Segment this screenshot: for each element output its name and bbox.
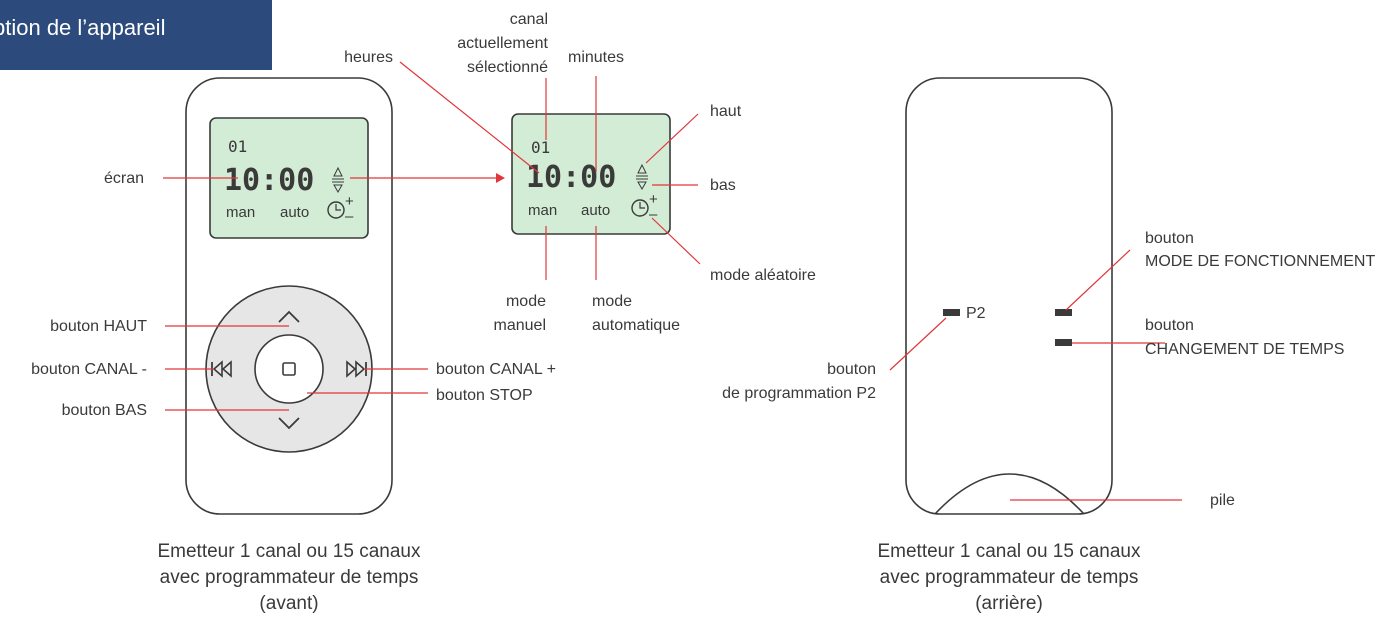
label-prog-line2: de programmation P2 xyxy=(722,385,876,402)
title-banner: ption de l’appareil xyxy=(0,0,272,70)
up-chevron-icon[interactable] xyxy=(278,310,300,323)
label-heures: heures xyxy=(344,49,393,66)
label-mode-aleatoire: mode aléatoire xyxy=(710,267,816,284)
label-mode-manuel-line1: mode xyxy=(506,293,546,310)
stop-icon xyxy=(282,362,296,376)
label-bouton-stop: bouton STOP xyxy=(436,387,533,404)
down-chevron-icon[interactable] xyxy=(278,417,300,430)
back-caption-line1: Emetteur 1 canal ou 15 canaux xyxy=(877,541,1141,562)
front-caption-line3: (avant) xyxy=(259,593,318,614)
label-bouton-haut: bouton HAUT xyxy=(50,318,147,335)
detail-lcd-updown-icon xyxy=(636,163,648,191)
label-pile: pile xyxy=(1210,492,1235,509)
battery-cover xyxy=(934,473,1085,515)
label-bouton-canal-plus: bouton CANAL + xyxy=(436,361,556,378)
back-caption-line2: avec programmateur de temps xyxy=(880,567,1139,588)
label-bouton-canal-minus: bouton CANAL - xyxy=(31,361,147,378)
front-lcd-auto: auto xyxy=(280,204,309,221)
label-bouton-bas: bouton BAS xyxy=(62,402,147,419)
display-detail: 01 10:00 man auto + – xyxy=(511,113,671,235)
detail-lcd-clock-icon xyxy=(631,199,649,217)
label-ecran: écran xyxy=(104,170,144,187)
changement-temps-button[interactable] xyxy=(1055,339,1072,346)
label-bas: bas xyxy=(710,177,736,194)
p2-button[interactable] xyxy=(943,309,960,316)
display-leader-lines xyxy=(399,61,701,280)
page-title: ption de l’appareil xyxy=(0,15,166,40)
label-canal-line3: sélectionné xyxy=(467,59,548,76)
detail-lcd-auto: auto xyxy=(581,202,610,219)
front-leader-lines xyxy=(163,173,505,411)
back-leader-lines xyxy=(889,249,1182,501)
front-remote: 01 10:00 man auto + – xyxy=(185,77,393,515)
detail-lcd-screen xyxy=(511,113,671,235)
label-canal-line2: actuellement xyxy=(457,35,548,52)
label-mode-fonct-line1: bouton xyxy=(1145,230,1194,247)
label-mode-auto-line2: automatique xyxy=(592,317,680,334)
detail-lcd-channel: 01 xyxy=(531,138,550,157)
front-caption-line1: Emetteur 1 canal ou 15 canaux xyxy=(157,541,421,562)
label-p2: P2 xyxy=(966,305,986,322)
front-lcd-channel: 01 xyxy=(228,137,247,156)
detail-lcd-plus: + xyxy=(649,191,658,208)
detail-lcd-minus: – xyxy=(649,206,658,223)
stop-button[interactable] xyxy=(254,334,324,404)
front-caption-line2: avec programmateur de temps xyxy=(160,567,419,588)
front-lcd-updown-icon xyxy=(332,166,344,194)
back-remote xyxy=(905,77,1113,515)
label-canal-line1: canal xyxy=(510,11,548,28)
label-chg-temps-line1: bouton xyxy=(1145,317,1194,334)
label-mode-fonct-line2: MODE DE FONCTIONNEMENT xyxy=(1145,253,1375,270)
front-lcd-minus: – xyxy=(345,208,354,225)
mode-fonctionnement-button[interactable] xyxy=(1055,309,1072,316)
front-lcd-time: 10:00 xyxy=(224,163,314,198)
front-lcd-plus: + xyxy=(345,193,354,210)
front-lcd-clock-icon xyxy=(327,201,345,219)
detail-lcd-man: man xyxy=(528,202,557,219)
label-chg-temps-line2: CHANGEMENT DE TEMPS xyxy=(1145,341,1344,358)
label-mode-manuel-line2: manuel xyxy=(494,317,546,334)
label-mode-auto-line1: mode xyxy=(592,293,632,310)
label-haut: haut xyxy=(710,103,742,120)
label-minutes: minutes xyxy=(568,49,624,66)
detail-lcd-time: 10:00 xyxy=(526,160,616,195)
front-lcd-man: man xyxy=(226,204,255,221)
back-remote-body xyxy=(905,77,1113,515)
label-prog-line1: bouton xyxy=(827,361,876,378)
back-caption-line3: (arrière) xyxy=(975,593,1043,614)
